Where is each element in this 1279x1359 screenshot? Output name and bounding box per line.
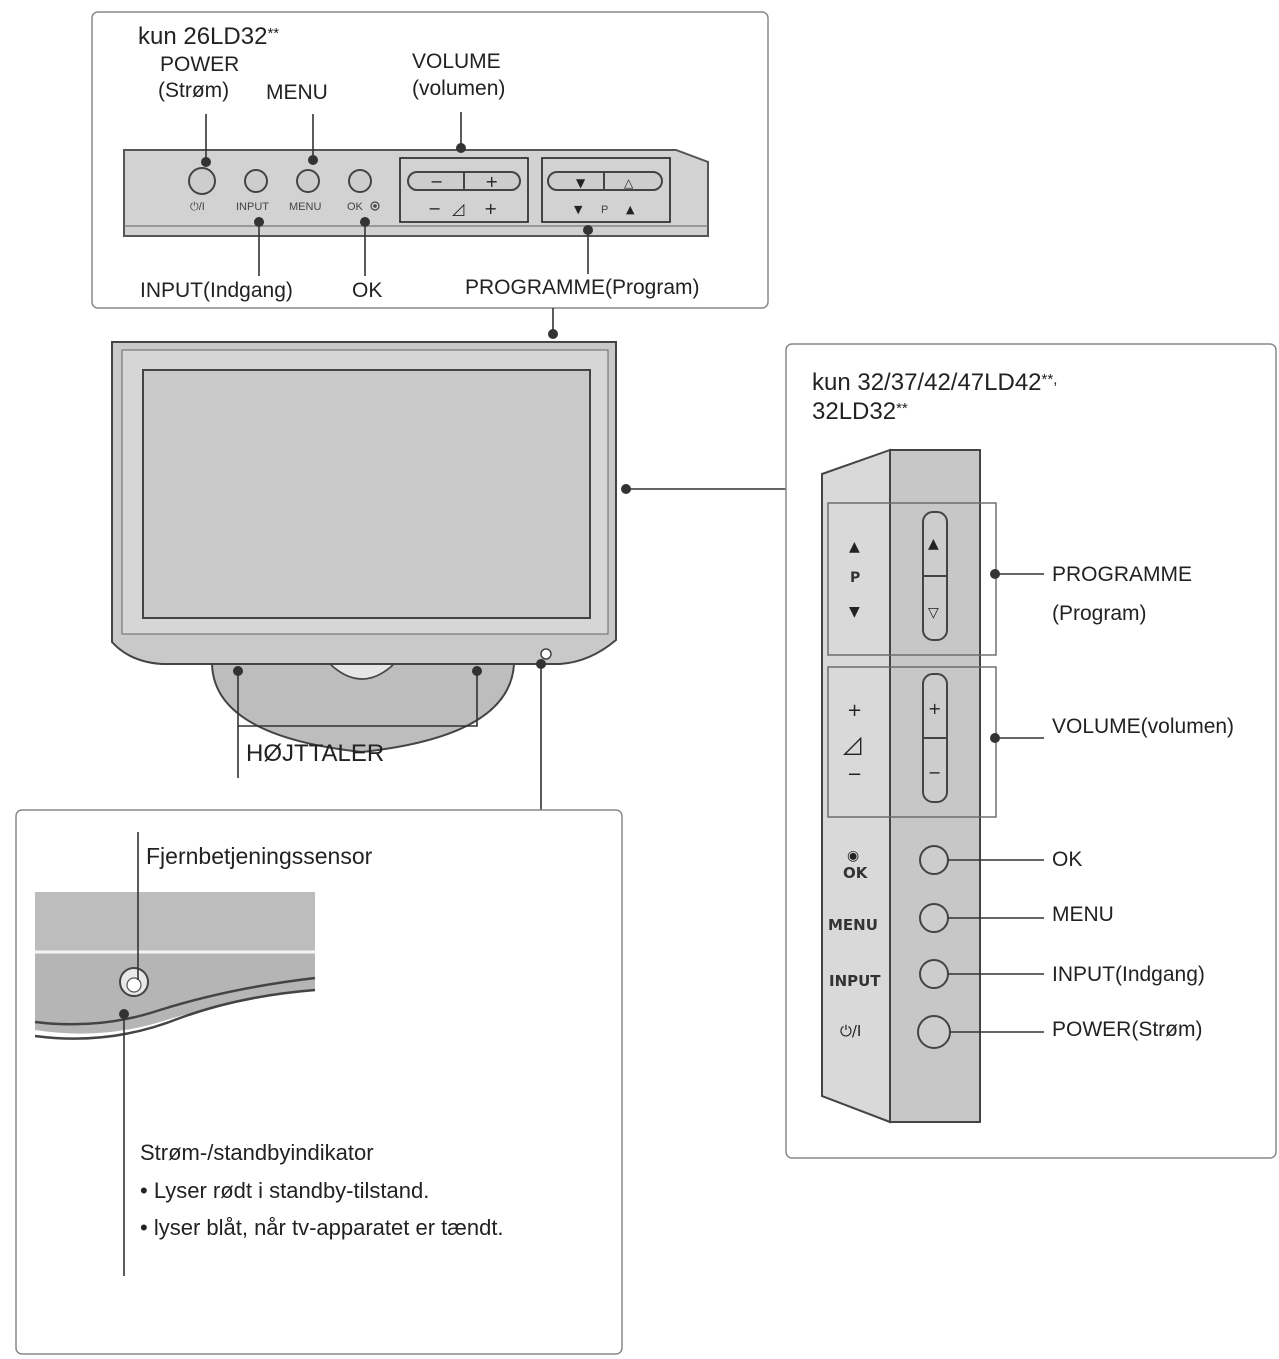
- top-programme-label: PROGRAMME(Program): [465, 276, 700, 299]
- side-ok-label: OK: [1052, 848, 1082, 871]
- sensor-callout-frame: [15, 809, 623, 1355]
- top-print-vol-plus: +: [484, 199, 497, 218]
- side-panel-title-2: 32LD32**: [812, 398, 908, 425]
- top-callout-box: kun 26LD32** POWER (Strøm) MENU VOLUME (…: [91, 11, 769, 309]
- tv-illustration: HØJTTALER: [111, 341, 786, 810]
- top-print-prog-p: P: [601, 204, 608, 216]
- top-print-ok: OK: [347, 201, 364, 213]
- top-prog-down-key: ▼: [576, 176, 586, 190]
- speaker-label: HØJTTALER: [246, 740, 384, 767]
- tv-stand: [210, 663, 516, 754]
- top-programme-frame: [541, 157, 671, 223]
- side-print-prog-down: ▼: [849, 604, 860, 620]
- top-volume-label-1: VOLUME: [412, 50, 501, 73]
- top-input-label: INPUT(Indgang): [140, 279, 293, 302]
- side-volume-icon: ◿: [843, 730, 862, 758]
- side-print-input: INPUT: [829, 972, 881, 990]
- top-print-prog-up: ▲: [626, 203, 635, 216]
- top-menu-button: [296, 169, 320, 193]
- side-menu-button: [919, 903, 949, 933]
- side-power-label: POWER(Strøm): [1052, 1018, 1202, 1041]
- side-ok-button: [919, 845, 949, 875]
- side-programme-frame: [827, 502, 997, 656]
- side-input-button: [919, 959, 949, 989]
- top-menu-label: MENU: [266, 81, 328, 104]
- side-callout-box: kun 32/37/42/47LD42**, 32LD32** ▲ ▽ ▲ P …: [785, 343, 1277, 1159]
- sensor-callout-box: Fjernbetjeningssensor Strøm-/standbyindi…: [15, 809, 623, 1355]
- indicator-bullet-1: • Lyser rødt i standby-tilstand.: [140, 1178, 429, 1203]
- sensor-closeup-bezel: [35, 952, 315, 1034]
- top-vol-plus-key: +: [485, 172, 498, 191]
- side-print-menu: MENU: [828, 916, 878, 934]
- top-power-label-1: POWER: [160, 53, 239, 76]
- top-ok-label: OK: [352, 279, 382, 302]
- top-power-label-2: (Strøm): [158, 79, 229, 102]
- top-prog-up-key: △: [624, 176, 634, 190]
- sensor-closeup-top: [35, 892, 315, 952]
- top-control-strip: [123, 149, 709, 237]
- volume-icon: ◿: [451, 199, 465, 218]
- side-input-label: INPUT(Indgang): [1052, 963, 1205, 986]
- top-print-input: INPUT: [236, 201, 269, 213]
- side-print-power: ⏻/I: [840, 1022, 861, 1040]
- top-ok-button: [348, 169, 372, 193]
- top-volume-label-2: (volumen): [412, 77, 505, 100]
- top-print-prog-down: ▼: [574, 203, 583, 216]
- top-print-menu: MENU: [289, 201, 321, 213]
- side-menu-label: MENU: [1052, 903, 1114, 926]
- top-input-button: [244, 169, 268, 193]
- sensor-label: Fjernbetjeningssensor: [146, 843, 373, 869]
- side-vol-minus-key: −: [928, 763, 941, 782]
- side-vol-plus-key: +: [928, 699, 941, 718]
- side-programme-label-2: (Program): [1052, 602, 1147, 625]
- tv-screen: [142, 369, 591, 619]
- top-print-power: ⏻/I: [190, 201, 205, 213]
- side-print-vol-plus: +: [847, 700, 862, 721]
- side-panel-title-1: kun 32/37/42/47LD42**,: [812, 369, 1057, 396]
- top-panel-title: kun 26LD32**: [138, 23, 279, 50]
- side-programme-label-1: PROGRAMME: [1052, 563, 1192, 586]
- side-print-ok: OK: [843, 864, 869, 882]
- side-print-prog-p: P: [850, 570, 860, 586]
- top-volume-frame: [399, 157, 529, 223]
- top-vol-minus-key: −: [430, 172, 443, 191]
- indicator-title: Strøm-/standbyindikator: [140, 1140, 374, 1165]
- side-print-prog-up: ▲: [849, 539, 860, 555]
- top-power-button: [188, 167, 216, 195]
- side-print-vol-minus: −: [847, 764, 862, 785]
- side-ok-symbol: ◉: [847, 848, 859, 864]
- side-prog-down-key: ▽: [928, 605, 939, 621]
- side-volume-label: VOLUME(volumen): [1052, 715, 1234, 738]
- side-power-button: [917, 1015, 951, 1049]
- indicator-bullet-2: • lyser blåt, når tv-apparatet er tændt.: [140, 1215, 504, 1240]
- top-print-vol-minus: −: [428, 199, 441, 218]
- side-prog-up-key: ▲: [928, 536, 939, 552]
- power-led: [540, 648, 552, 660]
